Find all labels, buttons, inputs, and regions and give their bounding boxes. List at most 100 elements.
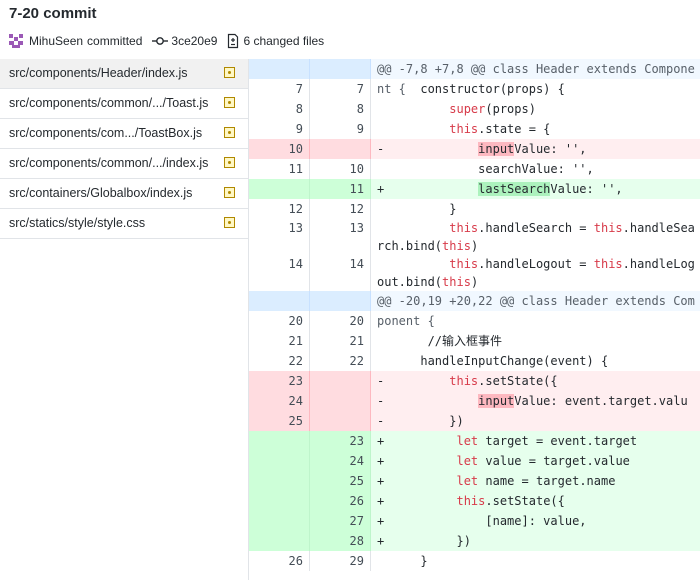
old-line-number[interactable]: 13: [249, 219, 310, 255]
diff-line: 25+ let name = target.name: [249, 471, 700, 491]
old-line-number[interactable]: 22: [249, 351, 310, 371]
diff-code: - }): [371, 411, 700, 431]
diff-line: 10 - inputValue: '',: [249, 139, 700, 159]
avatar-icon[interactable]: [9, 34, 23, 48]
diff-code: this.handleLogout = this.handleLogout.bi…: [377, 257, 695, 289]
old-line-number[interactable]: [249, 291, 310, 311]
file-name: src/components/Header/index.js: [9, 66, 188, 80]
new-line-number[interactable]: 21: [310, 331, 371, 351]
old-line-number[interactable]: [249, 59, 310, 79]
old-line-number[interactable]: 11: [249, 159, 310, 179]
old-line-number[interactable]: 25: [249, 411, 310, 431]
diff-code: searchValue: '',: [377, 162, 594, 176]
old-line-number[interactable]: 7: [249, 79, 310, 99]
old-line-number[interactable]: [249, 431, 310, 451]
diff-code: + [name]: value,: [371, 511, 700, 531]
diff-code: + let target = event.target: [371, 431, 700, 451]
changed-files-count[interactable]: 6 changed files: [243, 34, 325, 48]
diff-code: handleInputChange(event) {: [377, 354, 609, 368]
new-line-number[interactable]: 23: [310, 431, 371, 451]
modified-icon: [224, 217, 235, 228]
modified-icon: [224, 187, 235, 198]
git-commit-icon: [152, 37, 169, 45]
old-line-number[interactable]: 14: [249, 255, 310, 291]
new-line-number[interactable]: 22: [310, 351, 371, 371]
old-line-number[interactable]: [249, 179, 310, 199]
new-line-number[interactable]: 28: [310, 531, 371, 551]
diff-line: 24 - inputValue: event.target.value,: [249, 391, 700, 428]
old-line-number[interactable]: 12: [249, 199, 310, 219]
new-line-number[interactable]: 27: [310, 511, 371, 531]
diff-code: - this.setState({: [371, 371, 700, 391]
diff-line: 11+ lastSearchValue: '',: [249, 179, 700, 199]
new-line-number[interactable]: [310, 371, 371, 391]
old-line-number[interactable]: 20: [249, 311, 310, 331]
new-line-number[interactable]: [310, 391, 371, 411]
old-line-number[interactable]: [249, 451, 310, 471]
new-line-number[interactable]: 8: [310, 99, 371, 119]
modified-icon: [224, 67, 235, 78]
diff-code: this.handleSearch = this.handleSearch.bi…: [377, 221, 695, 253]
diff-line: 26+ this.setState({: [249, 491, 700, 511]
old-line-number[interactable]: 21: [249, 331, 310, 351]
diff-code: [371, 311, 700, 331]
diff-code: + let name = target.name: [371, 471, 700, 491]
old-line-number[interactable]: 8: [249, 99, 310, 119]
new-line-number[interactable]: 13: [310, 219, 371, 255]
old-line-number[interactable]: 10: [249, 139, 310, 159]
new-line-number[interactable]: [310, 291, 371, 311]
diff-code: + }): [371, 531, 700, 551]
file-name: src/components/common/.../Toast.js: [9, 96, 209, 110]
diff-line: 23 - this.setState({: [249, 371, 700, 391]
old-line-number[interactable]: [249, 471, 310, 491]
file-item-globalbox-index[interactable]: src/containers/Globalbox/index.js: [0, 179, 248, 209]
file-item-toast[interactable]: src/components/common/.../Toast.js: [0, 89, 248, 119]
file-item-toastbox[interactable]: src/components/com.../ToastBox.js: [0, 119, 248, 149]
new-line-number[interactable]: 26: [310, 491, 371, 511]
old-line-number[interactable]: 9: [249, 119, 310, 139]
new-line-number[interactable]: 29: [310, 551, 371, 571]
diff-code: }: [377, 202, 457, 216]
file-item-common-index[interactable]: src/components/common/.../index.js: [0, 149, 248, 179]
diff-view: @@ -7,8 +7,8 @@ class Header extends Com…: [249, 59, 700, 580]
diff-code: - inputValue: '',: [371, 139, 700, 159]
modified-icon: [224, 127, 235, 138]
commit-author[interactable]: MihuSeen: [29, 34, 84, 48]
new-line-number[interactable]: [310, 139, 371, 159]
diff-code: - inputValue: event.target.value,: [371, 391, 700, 428]
new-line-number[interactable]: 25: [310, 471, 371, 491]
old-line-number[interactable]: 26: [249, 551, 310, 571]
new-line-number[interactable]: 20: [310, 311, 371, 331]
new-line-number[interactable]: 11: [310, 179, 371, 199]
new-line-number[interactable]: 7: [310, 79, 371, 99]
old-line-number[interactable]: [249, 491, 310, 511]
new-line-number[interactable]: 9: [310, 119, 371, 139]
new-line-number[interactable]: 10: [310, 159, 371, 179]
file-item-style-css[interactable]: src/statics/style/style.css: [0, 209, 248, 239]
new-line-number[interactable]: 12: [310, 199, 371, 219]
new-line-number[interactable]: [310, 59, 371, 79]
commit-hash[interactable]: 3ce20e9: [171, 34, 218, 48]
diff-code: @@ -20,19 +20,22 @@ class Header extends…: [371, 291, 700, 328]
old-line-number[interactable]: [249, 531, 310, 551]
old-line-number[interactable]: 24: [249, 391, 310, 411]
file-name: src/statics/style/style.css: [9, 216, 146, 230]
diff-hunk-header: @@ -20,19 +20,22 @@ class Header extends…: [249, 291, 700, 328]
commit-meta: MihuSeen committed 3ce20e9 6 changed fil…: [9, 32, 324, 50]
old-line-number[interactable]: 23: [249, 371, 310, 391]
new-line-number[interactable]: [310, 411, 371, 431]
diff-code: + lastSearchValue: '',: [371, 179, 700, 199]
new-line-number[interactable]: 24: [310, 451, 371, 471]
diff-code: + let value = target.value: [371, 451, 700, 471]
file-name: src/components/common/.../index.js: [9, 156, 209, 170]
file-item-header-index[interactable]: src/components/Header/index.js: [0, 59, 248, 89]
modified-icon: [224, 97, 235, 108]
new-line-number[interactable]: 14: [310, 255, 371, 291]
old-line-number[interactable]: [249, 511, 310, 531]
